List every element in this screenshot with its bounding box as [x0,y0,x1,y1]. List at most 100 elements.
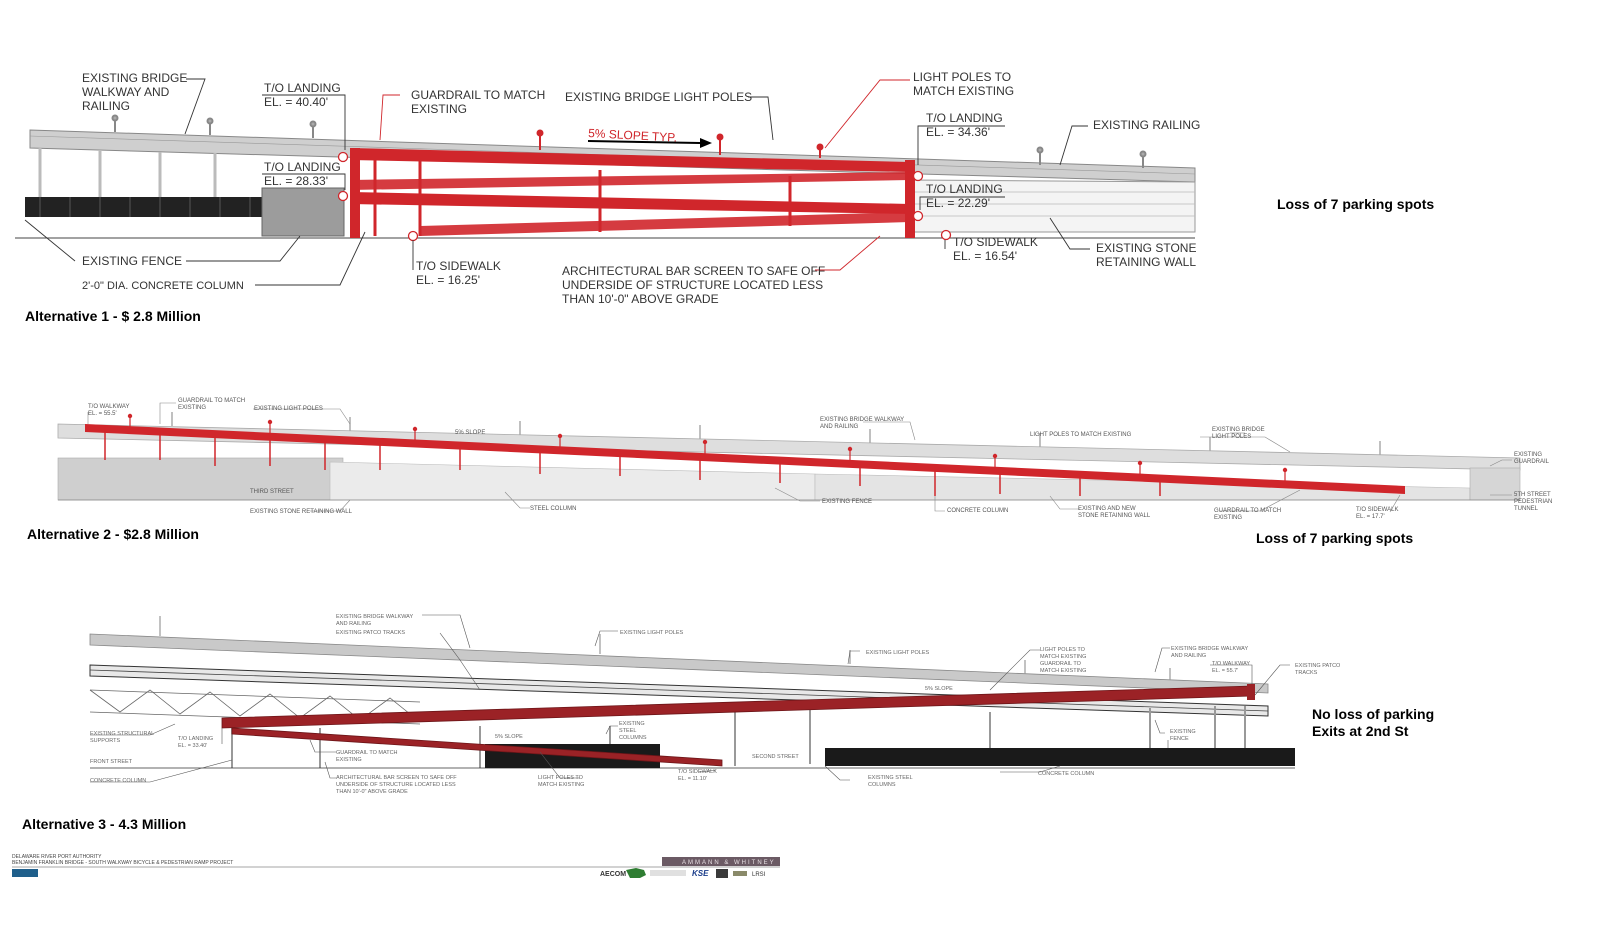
alt3-label-structural-2: SUPPORTS [90,738,120,744]
alt2-label-guardrail-2: EXISTING [178,405,206,411]
alt3-label-light-low-2: MATCH EXISTING [538,782,584,788]
alt2-label-new-wall-2: STONE RETAINING WALL [1078,513,1151,519]
alt3-label-bridge-walkway: EXISTING BRIDGE WALKWAY [336,614,413,620]
alt3-label-bridge-walkway-right-2: AND RAILING [1171,653,1206,659]
alt3-label-sidewalk-el: EL. = 11.10' [678,776,707,782]
alt3-label-walkway: T/O WALKWAY [1212,661,1250,667]
alt3-label-steel-columns-2: STEEL [619,728,636,734]
alt3-label-bar-screen-3: THAN 10'-0" ABOVE GRADE [336,789,408,795]
alt2-label-bridge-walkway-2: AND RAILING [820,424,859,430]
alt1-label-bar-screen-2: UNDERSIDE OF STRUCTURE LOCATED LESS [562,278,823,292]
alt1-concrete-column [261,187,345,237]
alt2-label-steel-column: STEEL COLUMN [530,506,576,512]
alt3-label-second-street: SECOND STREET [752,754,799,760]
alt3-label-walkway-el: EL. = 55.7' [1212,668,1238,674]
footer-firm: AMMANN & WHITNEY [682,860,776,866]
alt1-label-landing-mid-el: EL. = 28.33' [264,174,328,188]
alt1-parking-note: Loss of 7 parking spots [1277,196,1434,212]
footer-authority: DELAWARE RIVER PORT AUTHORITY [12,854,102,860]
alt1-label-sidewalk-right: T/O SIDEWALK [953,235,1038,249]
alt3-label-bridge-walkway-2: AND RAILING [336,621,371,627]
alt3-label-patco-right: EXISTING PATCO [1295,663,1341,669]
alt1-label-guardrail: GUARDRAIL TO MATCH [411,88,545,102]
alt1-label-sidewalk-right-el: EL. = 16.54' [953,249,1017,263]
alt1-label-bar-screen-3: THAN 10'-0" ABOVE GRADE [562,292,719,306]
alt2-label-tunnel-2: PEDESTRIAN [1514,499,1552,505]
alt2-label-guardrail-right-2: GUARDRAIL [1514,459,1550,465]
alt3-label-guardrail: GUARDRAIL TO MATCH [336,750,398,756]
alt1-label-landing-top-el: EL. = 40.40' [264,95,328,109]
alt3-label-front-street: FRONT STREET [90,759,133,765]
alt3-label-steel-columns-3: COLUMNS [619,735,647,741]
alt3-label-light-match: LIGHT POLES TO [1040,647,1086,653]
alt1-label-bridge-walkway-2: WALKWAY AND [82,85,170,99]
alt3-ramp [221,684,1255,767]
alt1-label-landing-right-mid-el: EL. = 22.29' [926,196,990,210]
alt2-label-guardrail-low: GUARDRAIL TO MATCH [1214,508,1281,514]
alt3-label-structural: EXISTING STRUCTURAL [90,731,154,737]
alt3-label-fence: EXISTING [1170,729,1196,735]
alt1-label-stone-wall: EXISTING STONE [1096,241,1196,255]
alt1-label-sidewalk-left: T/O SIDEWALK [416,259,501,273]
alt2-stone-retaining-wall [329,461,816,501]
alt3-label-slope-low: 5% SLOPE [495,734,523,740]
alt3-label-guardrail-2: EXISTING [336,757,362,763]
alt2-elevation: T/O WALKWAY EL. = 55.5' GUARDRAIL TO MAT… [27,398,1552,546]
alt1-label-stone-wall-2: RETAINING WALL [1096,255,1196,269]
alt3-label-light-poles-a: EXISTING LIGHT POLES [620,630,683,636]
alt3-label-light-match-3: GUARDRAIL TO [1040,661,1082,667]
alt3-bridge-deck [89,633,1269,694]
alt2-label-sidewalk-el: EL. = 17.7' [1356,514,1385,520]
alt3-label-landing: T/O LANDING [178,736,213,742]
alt1-label-fence: EXISTING FENCE [82,254,182,268]
alt2-label-concrete-column: CONCRETE COLUMN [947,508,1008,514]
alt3-label-slope-top: 5% SLOPE [925,686,953,692]
alt2-parking-note: Loss of 7 parking spots [1256,530,1413,546]
alt1-title: Alternative 1 - $ 2.8 Million [25,308,201,324]
alt3-bar-screen-right [825,748,1295,766]
footer-map-icon [626,868,646,878]
alt2-label-guardrail-right: EXISTING [1514,452,1542,458]
alt2-label-guardrail: GUARDRAIL TO MATCH [178,398,245,404]
alt1-label-light-match: LIGHT POLES TO [913,70,1011,84]
alt1-label-landing-right-top-el: EL. = 34.36' [926,125,990,139]
alt1-label-light-match-2: MATCH EXISTING [913,84,1014,98]
alt2-ramp [85,413,1405,496]
alt3-label-concrete-column-right: CONCRETE COLUMN [1038,771,1094,777]
alt3-label-steel-columns: EXISTING [619,721,645,727]
alt2-label-stone-wall: EXISTING STONE RETAINING WALL [250,509,353,515]
alt2-label-tunnel-3: TUNNEL [1514,506,1539,512]
footer-logo-lrsi: LRSI [752,872,766,878]
alt1-elevation: 5% SLOPE TYP. EXISTING BRIDGE WALKWAY AN… [15,70,1434,324]
footer-logo-kse: KSE [692,869,709,878]
alt2-title: Alternative 2 - $2.8 Million [27,526,199,542]
alt2-label-slope: 5% SLOPE [455,430,485,436]
alt2-label-fence: EXISTING FENCE [822,499,872,505]
alt2-label-light-poles: EXISTING LIGHT POLES [254,406,323,412]
alt3-label-fence-2: FENCE [1170,736,1189,742]
alt1-label-guardrail-2: EXISTING [411,102,467,116]
alt3-parking-note: No loss of parking [1312,706,1434,722]
alt2-label-bridge-walkway: EXISTING BRIDGE WALKWAY [820,417,904,423]
alt3-label-concrete-column: CONCRETE COLUMN [90,778,146,784]
alt1-existing-fence [25,197,265,217]
alt3-title: Alternative 3 - 4.3 Million [22,816,186,832]
alt3-label-steel-columns-right-2: COLUMNS [868,782,896,788]
alt2-label-bridge-lights-2: LIGHT POLES [1212,434,1251,440]
alt3-label-patco-right-2: TRACKS [1295,670,1318,676]
footer-logo-aecom: AECOM [600,871,626,878]
alt1-label-bridge-walkway: EXISTING BRIDGE [82,71,187,85]
alt1-label-railing: EXISTING RAILING [1093,118,1200,132]
alt1-label-landing-top: T/O LANDING [264,81,341,95]
alt3-label-landing-el: EL. = 33.40' [178,743,207,749]
title-block: DELAWARE RIVER PORT AUTHORITY BENJAMIN F… [12,854,780,878]
alt1-label-light-poles: EXISTING BRIDGE LIGHT POLES [565,90,752,104]
alt3-label-sidewalk: T/O SIDEWALK [678,769,717,775]
alt3-label-light-match-4: MATCH EXISTING [1040,668,1086,674]
alt3-elevation: EXISTING BRIDGE WALKWAY AND RAILING EXIS… [22,614,1434,832]
alt1-light-poles [111,114,1147,168]
alt3-label-light-low: LIGHT POLES TO [538,775,584,781]
alt1-label-landing-right-mid: T/O LANDING [926,182,1003,196]
alt2-label-walkway: T/O WALKWAY [88,404,129,410]
